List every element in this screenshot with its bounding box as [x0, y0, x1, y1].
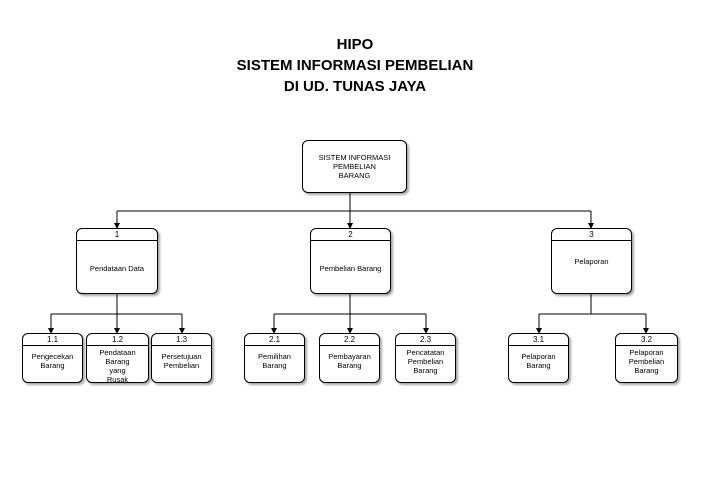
diagram-title-line-1: HIPO: [336, 36, 374, 53]
node-2: 2 Pembelian Barang: [310, 228, 391, 294]
diagram-title-line-2: SISTEM INFORMASI PEMBELIAN: [236, 57, 474, 74]
node-3-2: 3.2 Pelaporan Pembelian Barang: [615, 333, 678, 383]
node-3: 3 Pelaporan: [551, 228, 632, 294]
node-1-1: 1.1 Pengecekan Barang: [22, 333, 83, 383]
node-1-1-number: 1.1: [23, 334, 82, 346]
node-2-1-label: Pemilihan Barang: [258, 352, 291, 370]
node-1: 1 Pendataan Data: [76, 228, 158, 294]
node-1-1-label: Pengecekan Barang: [31, 352, 74, 370]
node-root: SISTEM INFORMASI PEMBELIAN BARANG: [302, 140, 407, 193]
node-1-3: 1.3 Persetujuan Pembelian: [151, 333, 212, 383]
node-2-3-number: 2.3: [396, 334, 455, 346]
diagram-title-line-3: DI UD. TUNAS JAYA: [283, 78, 427, 95]
node-1-2-number: 1.2: [87, 334, 148, 346]
node-3-2-label: Pelaporan Pembelian Barang: [628, 348, 665, 375]
node-2-2-label: Pembayaran Barang: [328, 352, 371, 370]
node-1-2: 1.2 Pendataan Barang yang Rusak: [86, 333, 149, 384]
node-1-number: 1: [77, 229, 157, 241]
node-2-3: 2.3 Pencatatan Pembelian Barang: [395, 333, 456, 383]
node-3-1-number: 3.1: [509, 334, 568, 346]
node-1-label: Pendataan Data: [89, 264, 145, 273]
node-3-label: Pelaporan: [574, 257, 609, 266]
node-3-number: 3: [552, 229, 631, 241]
node-2-1-number: 2.1: [245, 334, 304, 346]
node-root-label: SISTEM INFORMASI PEMBELIAN BARANG: [318, 153, 391, 180]
node-3-1-label: Pelaporan Barang: [521, 352, 556, 370]
node-1-3-label: Persetujuan Pembelian: [161, 352, 202, 370]
node-2-3-label: Pencatatan Pembelian Barang: [406, 348, 445, 375]
node-2-label: Pembelian Barang: [319, 264, 382, 273]
node-2-2: 2.2 Pembayaran Barang: [319, 333, 380, 383]
node-2-1: 2.1 Pemilihan Barang: [244, 333, 305, 383]
node-1-3-number: 1.3: [152, 334, 211, 346]
node-3-1: 3.1 Pelaporan Barang: [508, 333, 569, 383]
node-3-2-number: 3.2: [616, 334, 677, 346]
node-2-number: 2: [311, 229, 390, 241]
node-2-2-number: 2.2: [320, 334, 379, 346]
node-1-2-label: Pendataan Barang yang Rusak: [99, 348, 136, 384]
